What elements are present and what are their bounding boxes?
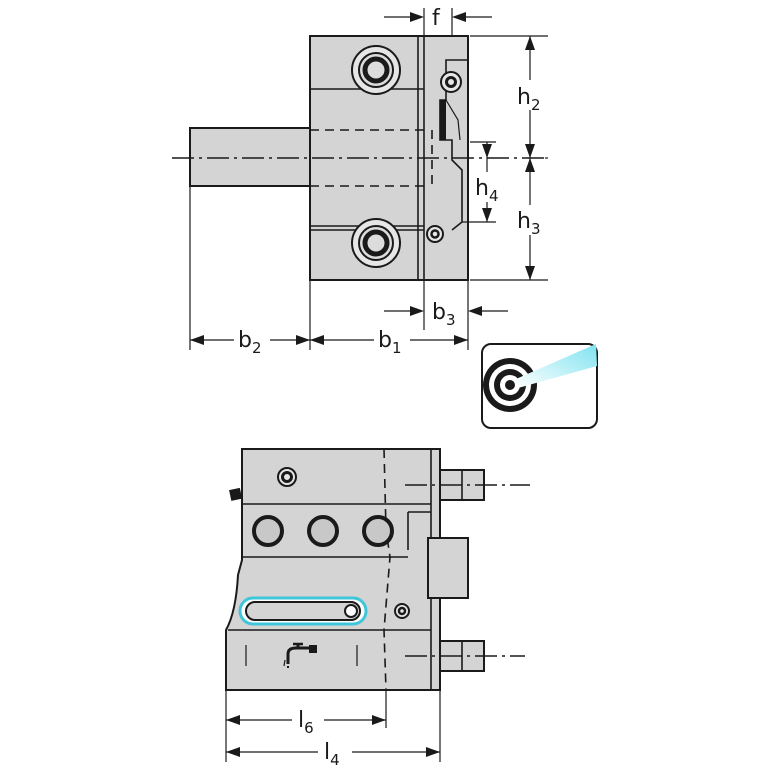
dim-h2-label: h2 — [517, 85, 541, 114]
clamping-screw-icon — [307, 515, 339, 547]
dim-f-label: f — [432, 6, 441, 31]
set-screw-icon — [426, 225, 444, 243]
hidden-contour-line — [383, 448, 391, 691]
dim-b2-label: b2 — [238, 328, 262, 357]
top-view — [172, 35, 545, 281]
dim-h4-label: h4 — [475, 176, 499, 205]
dim-l6-label: l6 — [298, 708, 314, 737]
coolant-tap-icon — [283, 642, 317, 668]
set-screw-head — [445, 76, 457, 88]
shank — [189, 127, 311, 187]
dim-l4: l4 — [226, 690, 441, 767]
locator-tab — [229, 487, 243, 501]
side-view — [225, 448, 530, 691]
dim-f: f — [384, 6, 492, 36]
set-screw-icon — [277, 467, 297, 487]
mounting-bolt-icon — [351, 218, 401, 268]
clamp-block — [427, 537, 469, 599]
set-screw-icon — [440, 71, 462, 93]
dim-h3-label: h3 — [517, 209, 541, 238]
set-screw-head — [430, 229, 440, 239]
wedge-slot — [440, 100, 446, 140]
dim-l4-label: l4 — [324, 740, 340, 767]
clamping-screw-icon — [362, 515, 394, 547]
coolant-beam — [516, 344, 597, 388]
dim-b1-label: b1 — [378, 328, 402, 357]
dim-h2-h3: h2 h3 — [470, 35, 548, 281]
dim-l6: l6 — [225, 690, 387, 762]
set-screw-icon — [394, 603, 410, 619]
dim-b3-label: b3 — [432, 300, 456, 329]
clamping-screw-icon — [252, 515, 284, 547]
internal-coolant-target-icon — [481, 343, 598, 429]
mounting-bolt-icon — [351, 45, 401, 95]
wedge-slot-edge — [445, 99, 461, 141]
dim-b2-b1: b2 b1 — [189, 186, 469, 357]
dim-b3: b3 — [384, 280, 508, 330]
dim-h4: h4 — [462, 141, 504, 223]
coolant-slot — [238, 596, 368, 626]
